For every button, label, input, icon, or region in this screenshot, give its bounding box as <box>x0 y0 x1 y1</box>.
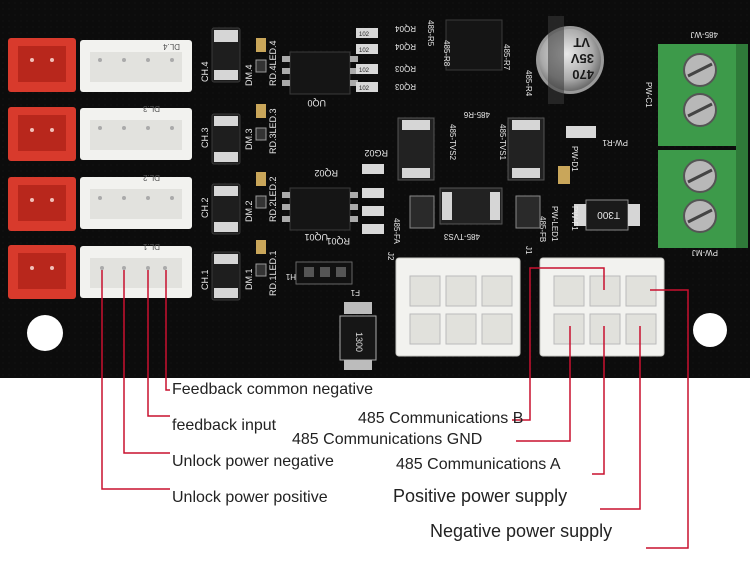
label-485-comm-gnd: 485 Communications GND <box>292 431 483 448</box>
screw-terminals <box>658 44 748 248</box>
leader-485-comm-b <box>512 267 605 421</box>
silk-uq01: UQ01 <box>304 232 328 242</box>
res-code-4: 102 <box>359 86 370 92</box>
silk-ch4: CH.4 <box>200 61 210 82</box>
tvs-diodes <box>397 117 545 225</box>
fuse-fb <box>515 195 541 229</box>
silk-f1: F1 <box>350 288 360 297</box>
leader-unlock-power-negative <box>123 270 170 454</box>
leader-feedback-common-negative <box>165 270 170 391</box>
silk-rq02: RQ02 <box>314 168 338 178</box>
rs485-transceiver-ic <box>445 19 503 71</box>
fuse-fa <box>409 195 435 229</box>
silk-pwmj: PW-MJ <box>692 248 718 257</box>
silk-dl3: DL.3 <box>143 104 160 113</box>
cap-series: VT <box>573 35 590 50</box>
silk-ch1: CH.1 <box>200 269 210 290</box>
label-unlock-power-positive: Unlock power positive <box>172 489 328 506</box>
electrolytic-capacitor: 470 35V VT <box>536 16 604 104</box>
leader-negative-supply <box>646 289 689 549</box>
mounting-hole-left <box>27 315 63 351</box>
silk-dm3: DM.3 <box>244 128 254 150</box>
silk-485-r7: 485-R7 <box>502 44 511 71</box>
label-485-comm-a: 485 Communications A <box>396 456 561 473</box>
silk-485wj: 485-WJ <box>690 30 718 39</box>
mounting-hole-right <box>693 313 727 347</box>
label-unlock-power-negative: Unlock power negative <box>172 453 334 470</box>
silk-485-r5: 485-R5 <box>426 20 435 47</box>
cap-value: 470 <box>572 67 594 82</box>
silk-uq0: UQ0 <box>307 98 326 108</box>
jumper-h1 <box>295 261 353 285</box>
silk-pwf1: PW-F1 <box>570 206 579 231</box>
led-resistor-array <box>255 38 267 277</box>
silk-485-r6: 485-R6 <box>463 110 490 119</box>
silk-ch3: CH.3 <box>200 127 210 148</box>
mosfet-packages <box>282 51 358 231</box>
leader-485-comm-gnd <box>516 326 571 442</box>
leader-lines <box>101 267 689 549</box>
silk-pwd1: PW-D1 <box>570 146 579 172</box>
silk-485-r8: 485-R8 <box>442 40 451 67</box>
label-negative-supply: Negative power supply <box>430 521 613 541</box>
silk-rq03a: RQ03 <box>395 64 416 73</box>
silk-rdled2: RD.2LED.2 <box>268 176 278 222</box>
leader-positive-supply <box>600 326 641 510</box>
res-code-2: 102 <box>359 48 370 54</box>
silk-pwled1: PW-LED1 <box>550 206 559 242</box>
silk-pwr1: PW-R1 <box>602 138 628 147</box>
channel-connectors <box>8 38 192 299</box>
silk-tvs1: 485-TVS1 <box>498 124 507 161</box>
label-485-comm-b: 485 Communications B <box>358 410 524 427</box>
silk-rq04a: RQ04 <box>395 24 416 33</box>
fuse-f1: 1300 <box>339 302 377 370</box>
fuse-code: T300 <box>597 209 620 220</box>
label-feedback-input: feedback input <box>172 417 277 434</box>
power-components: T300 <box>558 126 640 231</box>
silk-dm1: DM.1 <box>244 268 254 290</box>
silk-dm2: DM.2 <box>244 200 254 222</box>
silk-h1: H1 <box>285 272 296 281</box>
silk-fa: 485-FA <box>392 218 401 244</box>
channel-components <box>211 27 241 301</box>
silk-rq01: RQ01 <box>326 236 350 246</box>
silk-j1: J1 <box>524 246 533 255</box>
silk-rdled4: RD.4LED.4 <box>268 40 278 86</box>
label-feedback-common-negative: Feedback common negative <box>172 381 373 398</box>
cap-voltage: 35V <box>571 51 594 66</box>
res-code-1: 102 <box>359 32 370 38</box>
silk-pwc1: PW-C1 <box>644 82 653 108</box>
silk-dl1: DL.1 <box>143 242 160 251</box>
silk-rq04b: RQ04 <box>395 42 416 51</box>
silk-rg02: RG02 <box>364 148 388 158</box>
res-code-3: 102 <box>359 68 370 74</box>
silk-fb: 485-FB <box>538 216 547 242</box>
silk-rdled1: RD.1LED.1 <box>268 250 278 296</box>
silk-dl2: DL.2 <box>143 173 160 182</box>
silk-tvs2: 485-TVS2 <box>448 124 457 161</box>
silk-rdled3: RD.3LED.3 <box>268 108 278 154</box>
label-positive-supply: Positive power supply <box>393 486 568 506</box>
silk-485-r4: 485-R4 <box>524 70 533 97</box>
resistor-array-top: 102 102 102 102 <box>356 28 384 234</box>
leader-feedback-input <box>147 270 170 417</box>
silk-ch2: CH.2 <box>200 197 210 218</box>
connector-j1 <box>539 257 665 357</box>
leader-unlock-power-positive <box>101 270 170 490</box>
silk-j2: J2 <box>386 252 395 261</box>
connector-j2 <box>395 257 521 357</box>
f1-code: 1300 <box>354 332 364 352</box>
silk-dm4: DM.4 <box>244 64 254 86</box>
silk-dl4: DL.4 <box>163 42 180 51</box>
leader-485-comm-a <box>592 326 605 475</box>
silk-tvs3: 485-TVS3 <box>443 232 480 241</box>
silk-rq03b: RQ03 <box>395 82 416 91</box>
